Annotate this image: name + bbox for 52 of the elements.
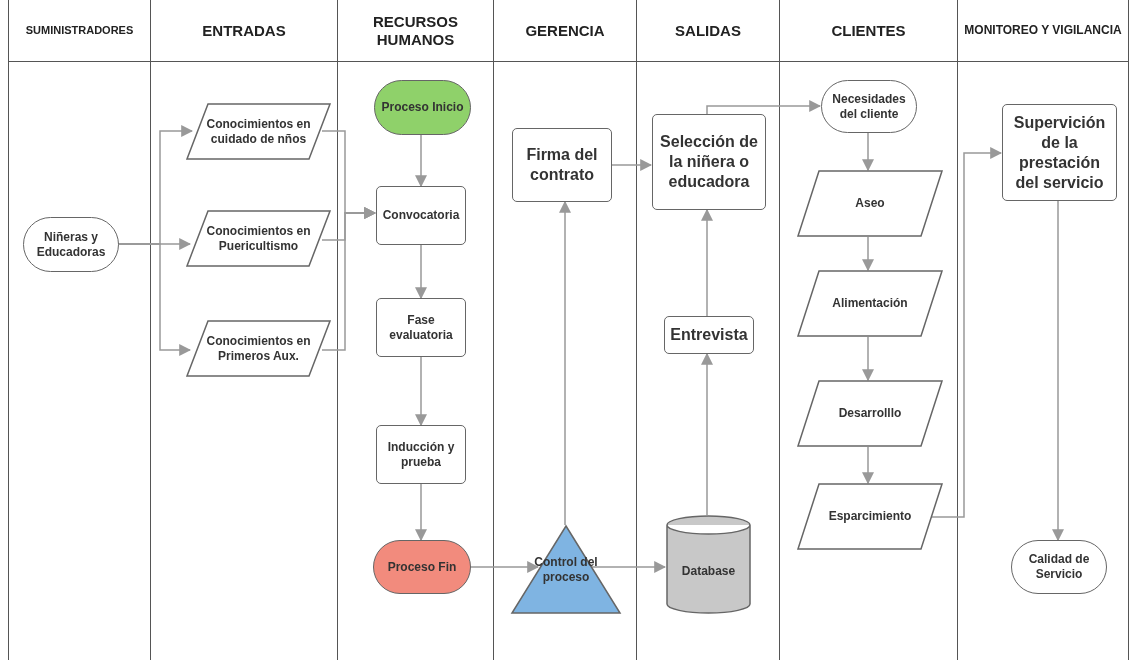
- arrow: [862, 236, 874, 272]
- swimlane: [957, 0, 1129, 660]
- lane-header: ENTRADAS: [201, 21, 287, 40]
- arrow: [469, 561, 540, 573]
- database-cylinder: Database: [666, 515, 751, 614]
- data-parallelogram: Conocimientos en cuidado de nños: [186, 103, 331, 160]
- swimlane: [779, 0, 957, 660]
- terminator-shape: Proceso Fin: [373, 540, 471, 594]
- lane-header: MONITOREO Y VIGILANCIA: [963, 23, 1123, 38]
- terminator-shape: Niñeras y Educadoras: [23, 217, 119, 272]
- data-parallelogram: Conocimientos en Primeros Aux.: [186, 320, 331, 377]
- swimlane: [8, 0, 150, 660]
- lane-header: SALIDAS: [674, 21, 742, 40]
- swimlane: [150, 0, 337, 660]
- data-parallelogram: Esparcimiento: [797, 483, 943, 550]
- process-box: Firma del contrato: [512, 128, 612, 202]
- process-box: Convocatoria: [376, 186, 466, 245]
- arrow: [862, 336, 874, 382]
- process-box: Supervición de la prestación del servicio: [1002, 104, 1117, 201]
- lane-header: RECURSOS HUMANOS: [372, 13, 459, 48]
- arrow: [929, 147, 1003, 518]
- arrow: [701, 208, 713, 317]
- arrow: [415, 356, 427, 427]
- lane-header: GERENCIA: [524, 21, 606, 40]
- swimlane: [636, 0, 779, 660]
- terminator-shape: Necesidades del cliente: [821, 80, 917, 133]
- process-box: Selección de la niñera o educadora: [652, 114, 766, 210]
- data-parallelogram: Conocimientos en Puericultismo: [186, 210, 331, 267]
- arrow: [415, 244, 427, 300]
- process-box: Inducción y prueba: [376, 425, 466, 484]
- lane-header: SUMINISTRADORES: [24, 24, 135, 37]
- terminator-shape: Calidad de Servicio: [1011, 540, 1107, 594]
- data-parallelogram: Desarrolllo: [797, 380, 943, 447]
- arrow: [706, 100, 822, 115]
- arrow: [862, 132, 874, 172]
- lane-header: CLIENTES: [830, 21, 907, 40]
- swimlane: [337, 0, 493, 660]
- arrow: [591, 561, 667, 573]
- data-parallelogram: Alimentación: [797, 270, 943, 337]
- arrow: [701, 352, 713, 516]
- terminator-shape: Proceso Inicio: [374, 80, 471, 135]
- arrow: [1052, 200, 1064, 542]
- process-box: Fase evaluatoria: [376, 298, 466, 357]
- arrow: [559, 200, 571, 526]
- arrow: [415, 134, 427, 188]
- data-parallelogram: Aseo: [797, 170, 943, 237]
- arrow: [321, 207, 377, 351]
- arrow: [415, 483, 427, 542]
- arrow: [862, 446, 874, 485]
- arrow: [610, 159, 653, 171]
- swimlane: [493, 0, 636, 660]
- process-box: Entrevista: [664, 316, 754, 354]
